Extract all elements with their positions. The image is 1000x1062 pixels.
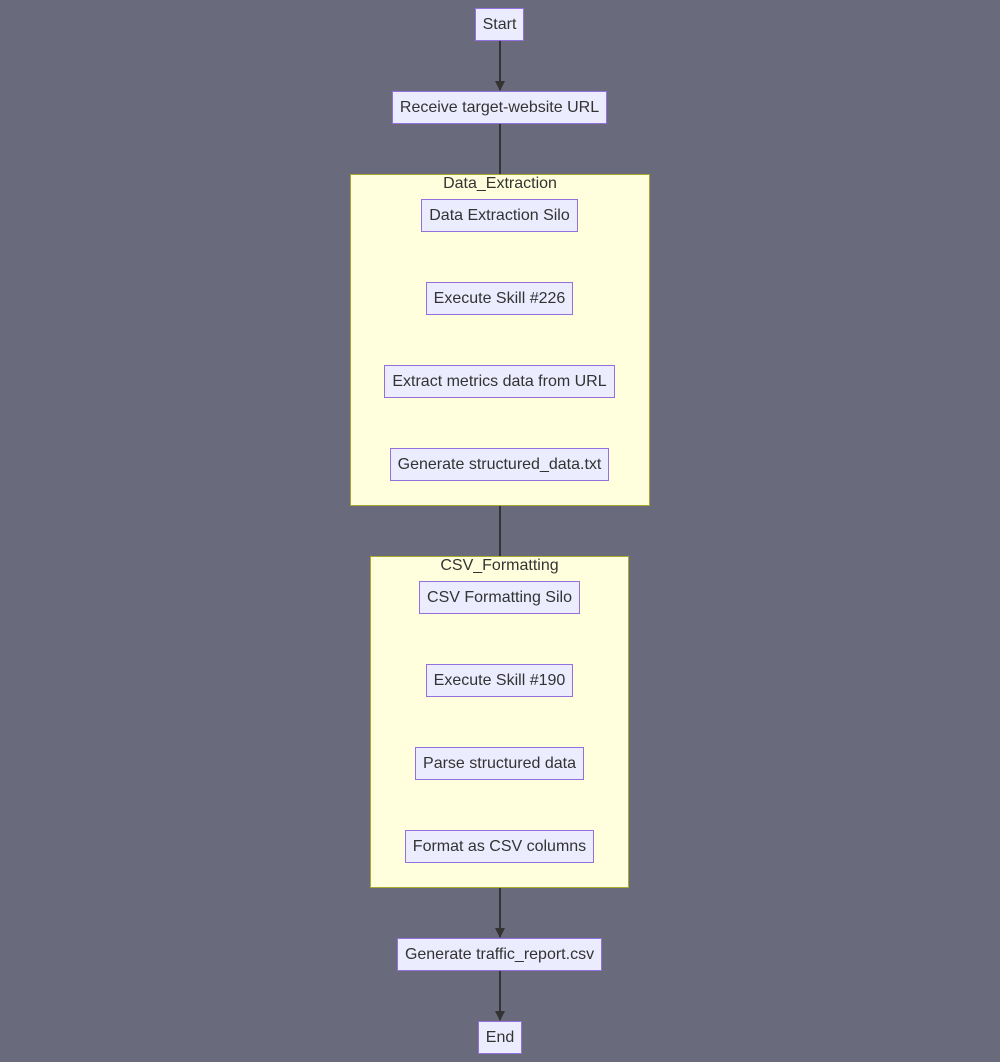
node-execute-skill-190[interactable]: Execute Skill #190 [426,664,573,697]
node-data-extraction-silo[interactable]: Data Extraction Silo [421,199,578,232]
cluster-label-csv-formatting: CSV_Formatting [440,557,559,574]
node-execute-skill-226[interactable]: Execute Skill #226 [426,282,573,315]
node-format-csv-columns[interactable]: Format as CSV columns [405,830,594,863]
node-csv-formatting-silo[interactable]: CSV Formatting Silo [419,581,580,614]
node-extract-metrics[interactable]: Extract metrics data from URL [384,365,615,398]
cluster-label-data-extraction: Data_Extraction [443,175,557,192]
node-parse-structured-data[interactable]: Parse structured data [415,747,584,780]
node-end[interactable]: End [478,1021,522,1054]
node-generate-structured-data[interactable]: Generate structured_data.txt [390,448,609,481]
node-receive-url[interactable]: Receive target-website URL [392,91,607,124]
node-generate-traffic-report[interactable]: Generate traffic_report.csv [397,938,602,971]
node-start[interactable]: Start [475,8,524,41]
